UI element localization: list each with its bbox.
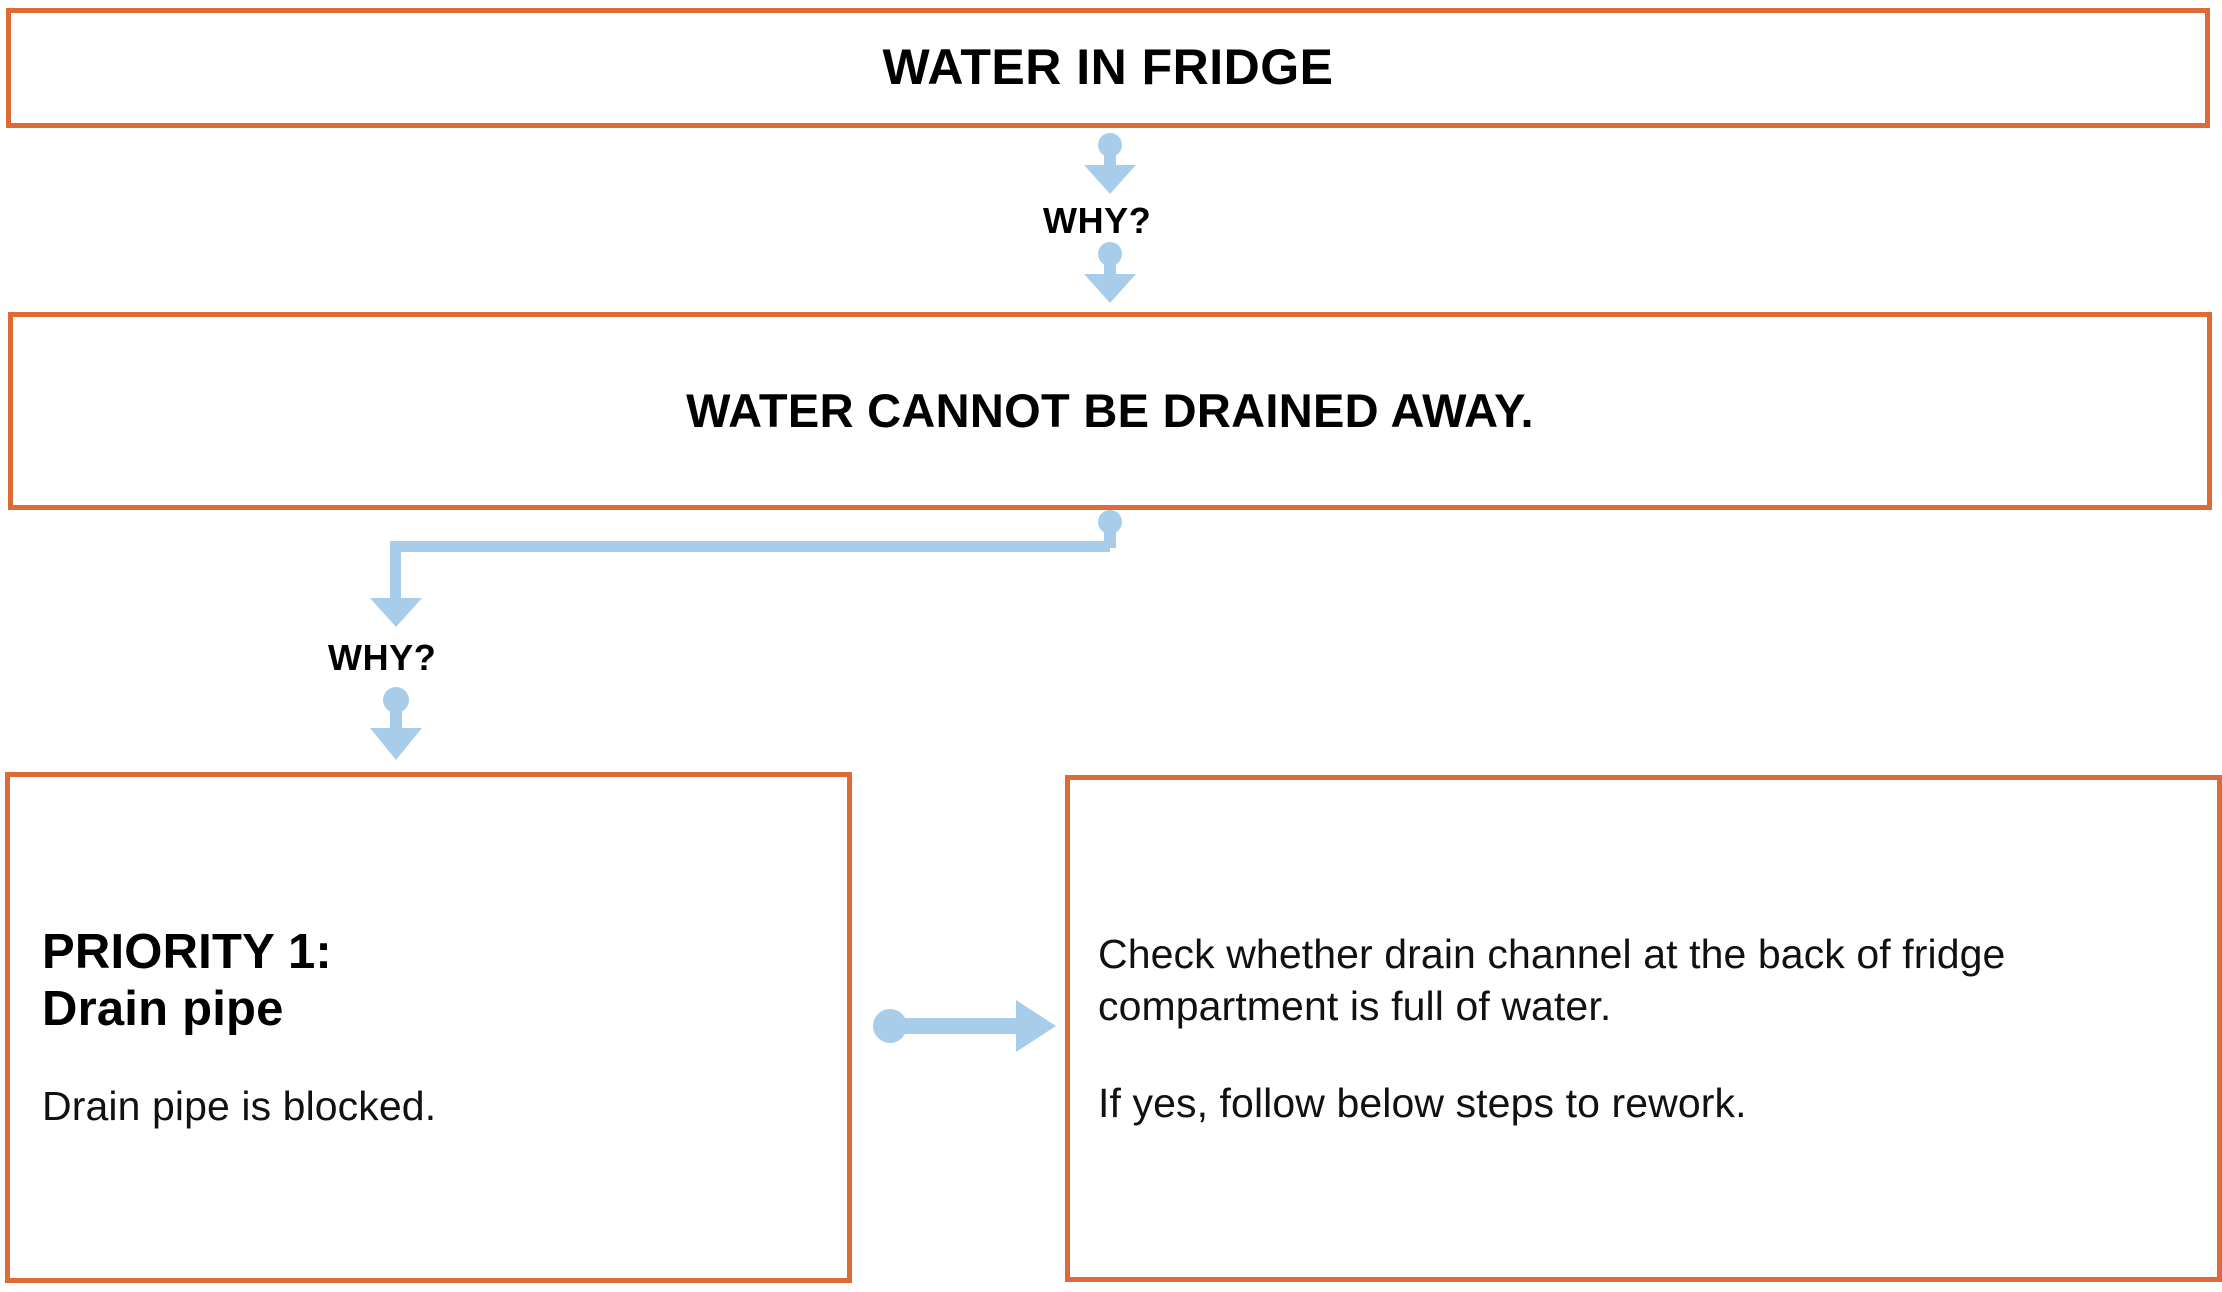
arrow-why2-to-priority — [370, 687, 422, 760]
problem-title: WATER IN FRIDGE — [882, 39, 1334, 96]
priority-detail: Drain pipe is blocked. — [42, 1082, 437, 1129]
action-box: Check whether drain channel at the back … — [1065, 775, 2222, 1282]
why-label-2: WHY? — [328, 637, 437, 678]
why-label-1: WHY? — [1043, 200, 1152, 241]
priority-heading-line-2: Drain pipe — [42, 981, 284, 1036]
arrow-problem-to-why1 — [1084, 133, 1136, 194]
arrow-cause-to-why2-elbow — [370, 510, 1122, 627]
cause-box: WATER CANNOT BE DRAINED AWAY. — [8, 312, 2212, 510]
action-paragraph-1: Check whether drain channel at the back … — [1098, 930, 2006, 1030]
cause-title: WATER CANNOT BE DRAINED AWAY. — [686, 383, 1534, 437]
problem-box: WATER IN FRIDGE — [6, 8, 2210, 128]
priority-box: PRIORITY 1: Drain pipe Drain pipe is blo… — [5, 772, 852, 1283]
priority-heading: PRIORITY 1: Drain pipe — [42, 924, 815, 1038]
priority-heading-line-1: PRIORITY 1: — [42, 925, 332, 980]
action-paragraph-2: If yes, follow below steps to rework. — [1098, 1079, 1747, 1126]
arrow-why1-to-cause — [1084, 242, 1136, 303]
arrow-priority-to-action — [873, 1000, 1056, 1052]
